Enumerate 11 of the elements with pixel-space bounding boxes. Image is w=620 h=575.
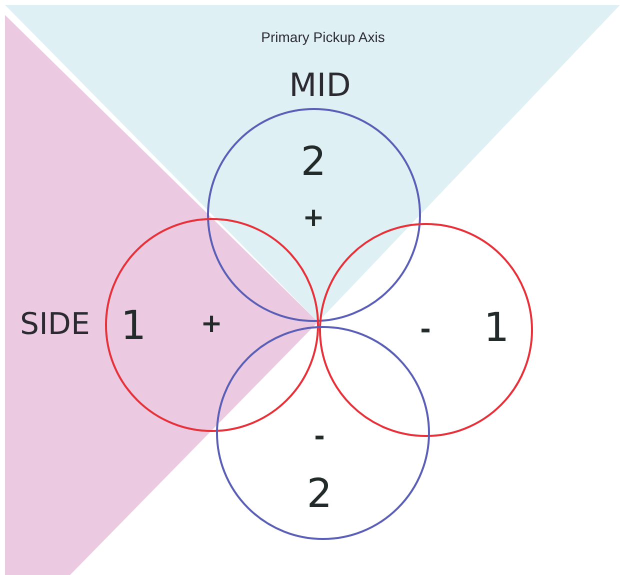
side-label: SIDE	[20, 310, 90, 340]
polarity-sign: -	[420, 316, 431, 342]
lobe-number: 1	[120, 306, 146, 346]
lobe-number: 2	[300, 142, 326, 182]
lobe-number: 2	[306, 474, 332, 514]
polarity-sign: -	[314, 424, 325, 450]
axis-label: Primary Pickup Axis	[261, 30, 385, 44]
mid-label: MID	[289, 69, 351, 101]
polarity-sign: +	[200, 310, 222, 336]
polarity-sign: +	[302, 204, 324, 230]
lobe-number: 1	[484, 308, 510, 348]
